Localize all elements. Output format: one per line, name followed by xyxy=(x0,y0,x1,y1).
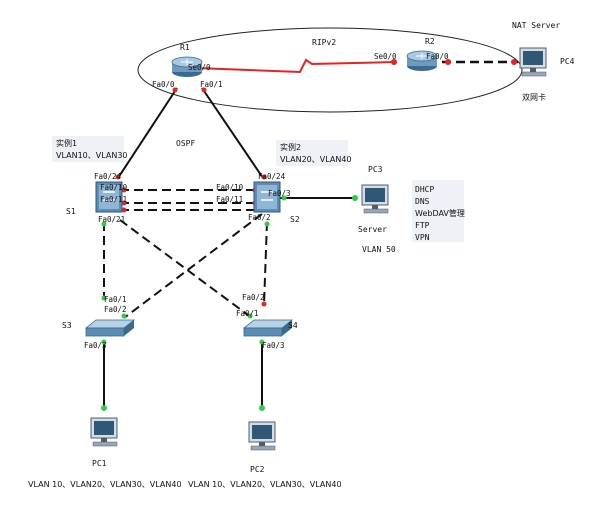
pc4-label: PC4 xyxy=(560,57,575,66)
service-item: FTP xyxy=(415,221,430,230)
link-r1-s1 xyxy=(117,87,178,179)
port-label: Fa0/0 xyxy=(426,52,449,61)
instance2-vlans: VLAN20、VLAN40 xyxy=(280,155,352,164)
link-s1-s4 xyxy=(119,219,253,319)
port-label: Se0/0 xyxy=(188,63,211,72)
pc2-vlans-caption: VLAN 10、VLAN20、VLAN30、VLAN40 xyxy=(188,480,342,489)
port-label: Fa0/0 xyxy=(152,80,175,89)
pc3-server-icon[interactable] xyxy=(361,184,389,214)
s3-label: S3 xyxy=(62,321,72,330)
pc1-computer-icon[interactable] xyxy=(90,417,118,447)
s2-label: S2 xyxy=(290,215,300,224)
switch-s4-icon[interactable] xyxy=(242,319,294,337)
pc3-label: PC3 xyxy=(368,165,383,174)
vlan50-label: VLAN 50 xyxy=(362,245,396,254)
port-label: Fa0/24 xyxy=(94,172,122,181)
serial-link-r1-r2 xyxy=(195,58,396,74)
port-label: Fa0/21 xyxy=(98,215,125,224)
switch-s3-icon[interactable] xyxy=(84,319,136,337)
s1-label: S1 xyxy=(66,207,76,216)
pc1-label: PC1 xyxy=(92,459,107,468)
pc4-computer-icon[interactable] xyxy=(519,47,547,77)
link-s2-s3 xyxy=(123,213,263,319)
port-label: Fa0/11 xyxy=(100,195,127,204)
r1-label: R1 xyxy=(180,43,190,52)
port-label: Fa0/3 xyxy=(84,341,107,350)
rip-area-ellipse xyxy=(137,27,523,113)
instance1-vlans: VLAN10、VLAN30 xyxy=(56,151,128,160)
port-label: Fa0/24 xyxy=(258,172,286,181)
service-item: WebDAV管理 xyxy=(415,208,465,218)
port-label: Fa0/10 xyxy=(100,183,128,192)
port-label: Fa0/2 xyxy=(248,213,271,222)
ripv2-label: RIPv2 xyxy=(312,38,336,47)
pc1-vlans-caption: VLAN 10、VLAN20、VLAN30、VLAN40 xyxy=(28,480,182,489)
link-r1-s2 xyxy=(201,87,264,179)
service-item: VPN xyxy=(415,233,430,242)
ospf-label: OSPF xyxy=(176,139,195,148)
port-labels: Se0/0 Fa0/0 Fa0/1 Se0/0 Fa0/0 Fa0/24 Fa0… xyxy=(84,52,449,350)
server-label: Server xyxy=(358,225,387,234)
port-label: Fa0/1 xyxy=(236,309,259,318)
port-label: Fa0/2 xyxy=(104,305,127,314)
port-label: Fa0/1 xyxy=(104,295,127,304)
instance2-title: 实例2 xyxy=(280,142,301,152)
r2-label: R2 xyxy=(425,37,435,46)
instance1-title: 实例1 xyxy=(56,138,77,148)
service-item: DHCP xyxy=(415,185,434,194)
switch-s1-icon[interactable] xyxy=(95,181,123,213)
router-r2-icon[interactable] xyxy=(406,50,438,71)
port-label: Fa0/3 xyxy=(268,189,291,198)
port-status-dots xyxy=(101,59,517,411)
pc2-computer-icon[interactable] xyxy=(248,421,276,451)
dual-nic-label: 双网卡 xyxy=(522,92,546,102)
port-label: Fa0/11 xyxy=(216,195,243,204)
pc2-label: PC2 xyxy=(250,465,265,474)
router-r1-icon[interactable] xyxy=(171,56,203,77)
services-list: DHCP DNS WebDAV管理 FTP VPN xyxy=(415,185,465,242)
nat-server-label: NAT Server xyxy=(512,21,560,30)
port-label: Fa0/3 xyxy=(262,341,285,350)
port-label: Se0/0 xyxy=(374,52,397,61)
port-label: Fa0/2 xyxy=(242,293,265,302)
s4-label: S4 xyxy=(288,321,298,330)
service-item: DNS xyxy=(415,197,430,206)
switch-s2-icon[interactable] xyxy=(253,181,281,213)
port-label: Fa0/1 xyxy=(200,80,223,89)
port-label: Fa0/10 xyxy=(216,183,244,192)
